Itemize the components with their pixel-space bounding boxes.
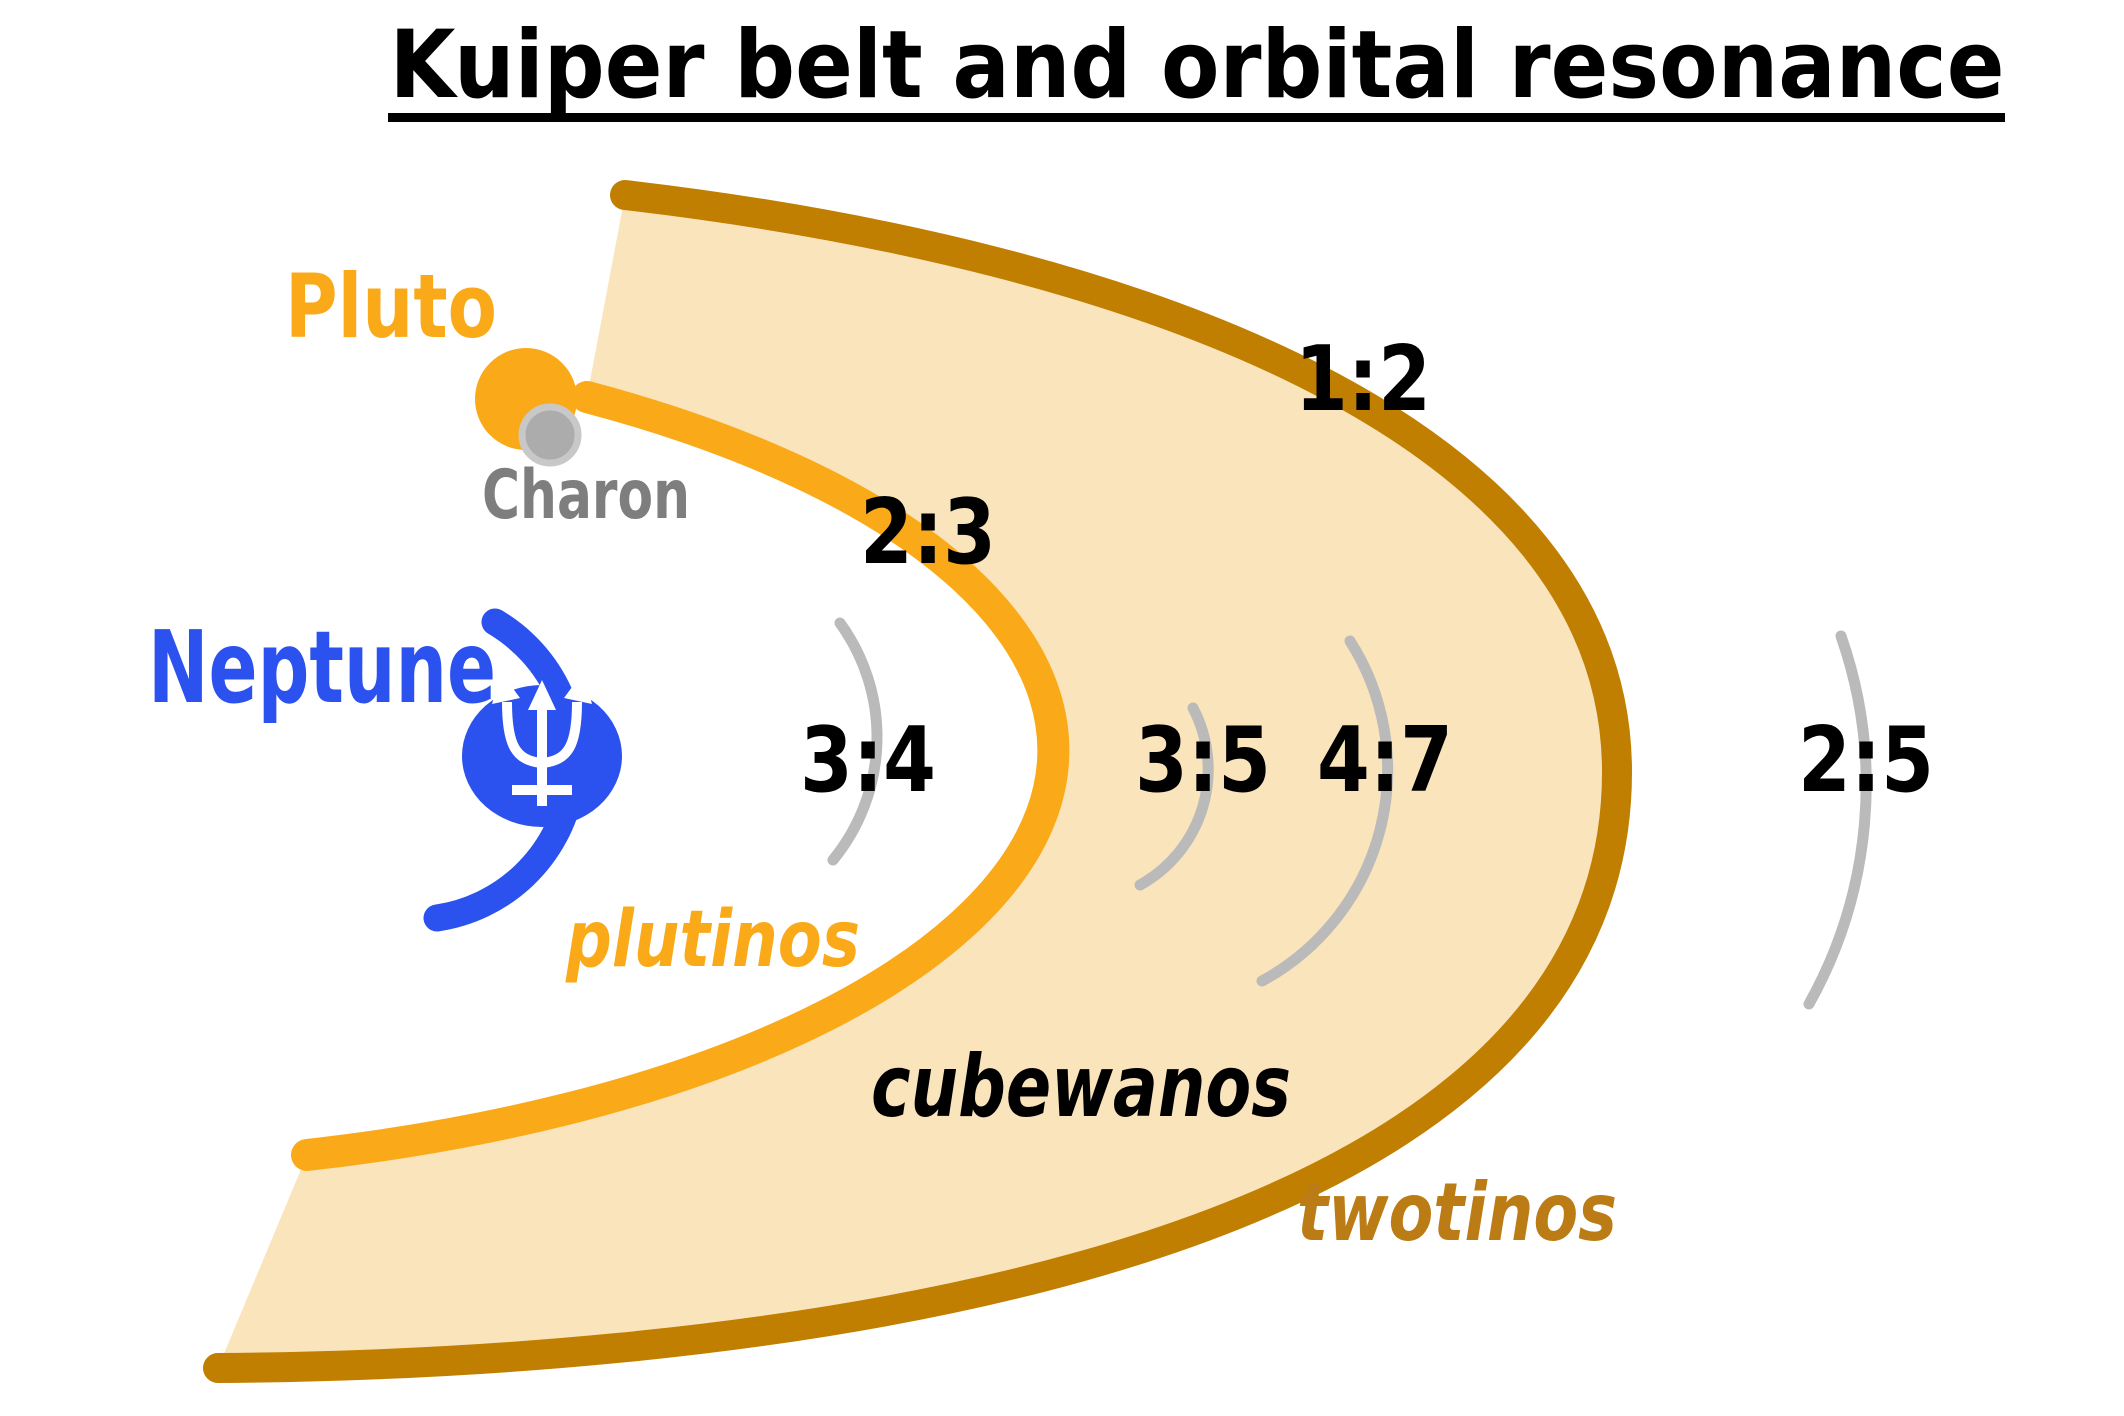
resonance-label-1-2: 1:2 xyxy=(1295,327,1431,432)
orbit-2-5-arc xyxy=(1803,630,1872,1010)
orbit-2-3-arc xyxy=(291,381,1070,1171)
neptune-planet xyxy=(462,672,622,827)
plutinos-label: plutinos xyxy=(565,895,860,985)
resonance-label-3-5: 3:5 xyxy=(1135,708,1271,813)
title-underline xyxy=(388,113,2005,122)
resonance-label-2-3: 2:3 xyxy=(860,480,996,585)
resonance-label-3-4: 3:4 xyxy=(800,708,936,813)
orbit-4-7-arc xyxy=(1256,635,1394,987)
resonance-label-4-7: 4:7 xyxy=(1317,708,1453,813)
cubewanos-label: cubewanos xyxy=(871,1037,1291,1137)
diagram-title: Kuiper belt and orbital resonance xyxy=(390,11,2005,120)
twotinos-label: twotinos xyxy=(1297,1166,1617,1259)
pluto-label: Pluto xyxy=(285,255,497,358)
orbit-3-5-arc xyxy=(1134,702,1214,891)
charon-circle xyxy=(518,403,582,467)
resonance-label-2-5: 2:5 xyxy=(1798,708,1934,813)
neptune-trident-icon xyxy=(492,672,592,806)
charon-label: Charon xyxy=(482,456,690,535)
neptune-label: Neptune xyxy=(148,609,496,726)
orbit-3-4-arc xyxy=(827,617,883,866)
orbit-1-2-arc xyxy=(203,180,1633,1383)
kuiper-belt-region xyxy=(218,195,1617,1368)
minor-resonance-arcs xyxy=(827,617,1872,1010)
resonance-labels: 2:3 1:2 3:4 3:5 4:7 2:5 xyxy=(800,327,1934,813)
